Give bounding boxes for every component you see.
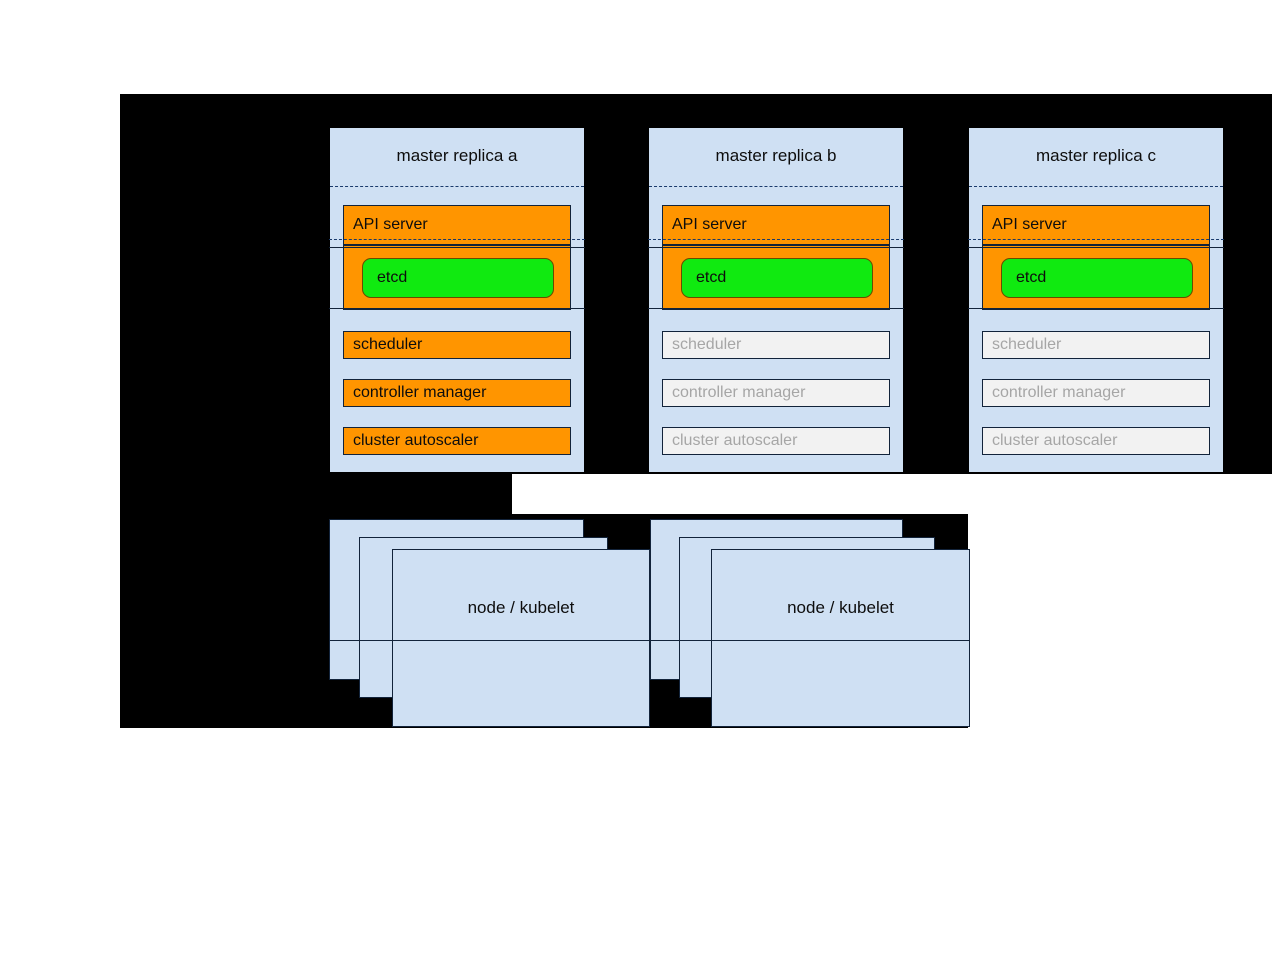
replica-c-etcd-label: etcd: [1016, 269, 1047, 286]
replica-a-controller-manager[interactable]: controller manager: [343, 379, 571, 407]
replica-b-controller-manager[interactable]: controller manager: [662, 379, 890, 407]
replica-c-divider-mid: [968, 239, 1224, 240]
replica-a-controller-manager-label: controller manager: [353, 384, 487, 401]
replica-c-line-upper: [968, 247, 1224, 248]
node-group-1-layer-front[interactable]: [392, 549, 650, 727]
replica-b-api-server-label: API server: [672, 216, 747, 233]
master-replica-a-title: master replica a: [396, 146, 518, 165]
node-group-2-label: node / kubelet: [787, 598, 894, 617]
replica-b-scheduler[interactable]: scheduler: [662, 331, 890, 359]
node-group-2-layer-front[interactable]: [711, 549, 970, 727]
master-replica-b-title: master replica b: [715, 146, 837, 165]
replica-c-etcd[interactable]: etcd: [1001, 258, 1193, 298]
replica-c-cluster-autoscaler[interactable]: cluster autoscaler: [982, 427, 1210, 455]
replica-c-controller-manager-label: controller manager: [992, 384, 1126, 401]
replica-a-line-upper: [329, 247, 585, 248]
replica-a-scheduler[interactable]: scheduler: [343, 331, 571, 359]
replica-c-cluster-autoscaler-label: cluster autoscaler: [992, 432, 1118, 449]
replica-a-divider-mid: [329, 239, 585, 240]
replica-b-api-server[interactable]: API server: [662, 205, 890, 245]
replica-a-divider-top: [330, 186, 584, 187]
replica-b-cluster-autoscaler-label: cluster autoscaler: [672, 432, 798, 449]
replica-b-divider-mid: [648, 239, 904, 240]
replica-a-etcd[interactable]: etcd: [362, 258, 554, 298]
replica-c-scheduler-label: scheduler: [992, 336, 1062, 353]
node-group-1-label: node / kubelet: [467, 598, 575, 617]
replica-b-line-upper: [648, 247, 904, 248]
replica-b-etcd[interactable]: etcd: [681, 258, 873, 298]
node-group-1-divider: [329, 640, 650, 641]
replica-a-cluster-autoscaler[interactable]: cluster autoscaler: [343, 427, 571, 455]
replica-c-line-lower: [968, 308, 1224, 309]
replica-c-controller-manager[interactable]: controller manager: [982, 379, 1210, 407]
replica-a-api-server-label: API server: [353, 216, 428, 233]
replica-b-etcd-label: etcd: [696, 269, 727, 286]
replica-b-cluster-autoscaler[interactable]: cluster autoscaler: [662, 427, 890, 455]
replica-a-cluster-autoscaler-label: cluster autoscaler: [353, 432, 479, 449]
replica-c-api-server-label: API server: [992, 216, 1067, 233]
replica-b-divider-top: [649, 186, 903, 187]
node-group-2-divider: [650, 640, 970, 641]
replica-a-line-lower: [329, 308, 585, 309]
replica-a-etcd-label: etcd: [377, 269, 408, 286]
replica-a-api-server[interactable]: API server: [343, 205, 571, 245]
replica-c-divider-top: [969, 186, 1223, 187]
replica-a-scheduler-label: scheduler: [353, 336, 423, 353]
replica-b-line-lower: [648, 308, 904, 309]
replica-b-controller-manager-label: controller manager: [672, 384, 806, 401]
master-replica-c-title: master replica c: [1036, 146, 1156, 165]
replica-c-api-server[interactable]: API server: [982, 205, 1210, 245]
replica-b-scheduler-label: scheduler: [672, 336, 742, 353]
replica-c-scheduler[interactable]: scheduler: [982, 331, 1210, 359]
